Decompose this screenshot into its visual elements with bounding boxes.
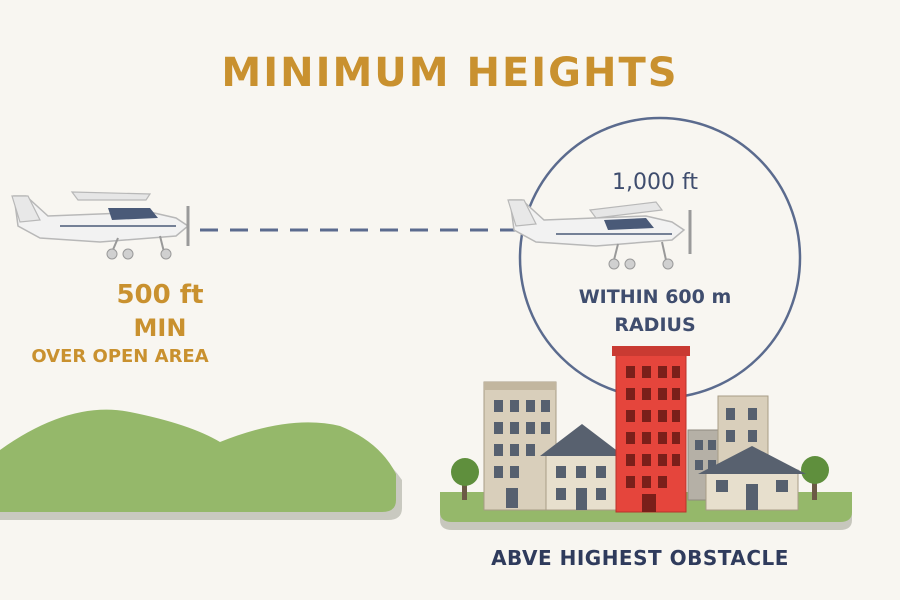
left-condition-label: OVER OPEN AREA <box>31 346 209 367</box>
right-altitude-label: 1,000 ft <box>612 170 698 195</box>
obstacle-caption: ABVE HIGHEST OBSTACLE <box>491 546 789 570</box>
building-icon <box>483 381 557 511</box>
left-qualifier-label: MIN <box>133 314 187 342</box>
house-icon <box>540 424 624 511</box>
left-altitude-label: 500 ft <box>116 280 204 310</box>
page-title: MINIMUM HEIGHTS <box>221 50 679 96</box>
building-icon <box>612 346 690 513</box>
airplane-icon <box>11 191 190 260</box>
house-icon <box>698 446 806 511</box>
tree-icon <box>801 456 829 500</box>
hill-icon <box>0 409 402 520</box>
right-within-label: WITHIN 600 m <box>578 286 732 308</box>
right-radius-label: RADIUS <box>614 314 696 336</box>
airplane-icon <box>507 199 692 270</box>
tree-icon <box>451 458 479 500</box>
